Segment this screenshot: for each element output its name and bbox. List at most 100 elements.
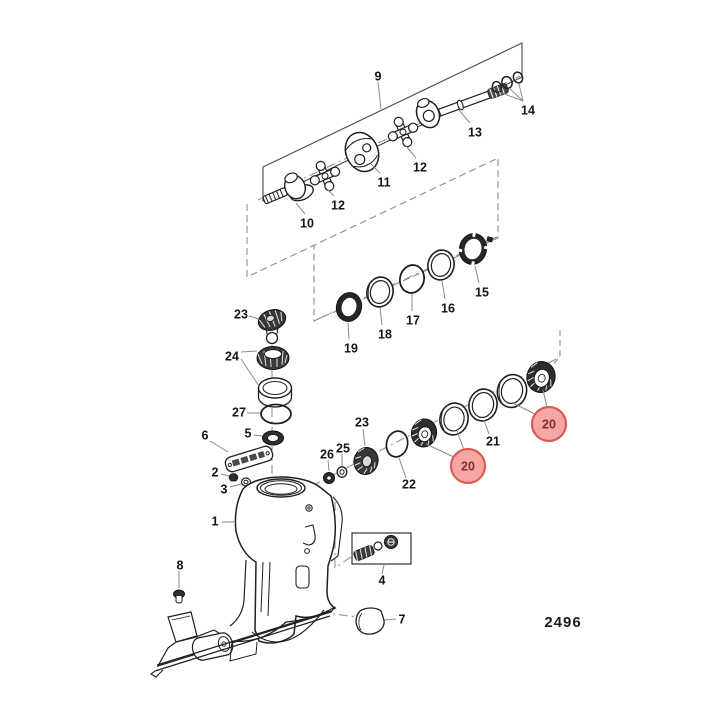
part-20-bearing-cone-right (526, 361, 556, 393)
leader-line-shim-ring (483, 419, 490, 435)
highlight-circle-tapered-bearing-right (530, 405, 568, 443)
part-24-bearing-cone (256, 346, 290, 370)
leader-lines (178, 81, 524, 621)
badge-leader-tapered-bearing-left (425, 443, 457, 459)
callout-oil-seal: 19 (344, 342, 358, 356)
part-11-center-socket (344, 131, 380, 173)
drawing-number: 2496 (544, 614, 581, 631)
part-6-anode-plate (224, 445, 274, 473)
callout-pinion-gear: 23 (234, 308, 248, 322)
leader-line-yoke-front (295, 202, 306, 215)
leader-line-u-joint-cross-front (325, 187, 335, 197)
housing-base (150, 606, 336, 678)
part-14-rings (491, 71, 524, 94)
part-1-housing (229, 476, 343, 644)
highlight-label-tapered-bearing-right: 20 (542, 418, 556, 432)
callout-anode-plate: 6 (202, 429, 209, 443)
axis-shift-rail (334, 502, 353, 569)
leader-line-nut (327, 459, 330, 472)
leader-line-ring (441, 280, 446, 300)
callout-driveshaft-assembly: 9 (375, 70, 382, 84)
leader-line-ring (379, 307, 383, 326)
leader-line-bearing-assembly (240, 350, 258, 353)
callout-nut: 26 (320, 448, 334, 462)
leader-line-u-joint-cross-rear (405, 145, 417, 159)
part-18-ring (366, 276, 394, 308)
callout-bearing-assembly: 24 (225, 350, 239, 364)
dashed-group-box (246, 157, 499, 322)
part-7-cover-plate (355, 607, 385, 635)
part-21-shim-ring (468, 388, 498, 422)
solid-group-box (262, 42, 523, 202)
leader-line-bearing-assembly (240, 358, 260, 387)
callout-shim-ring: 21 (486, 435, 500, 449)
highlight-label-tapered-bearing-left: 20 (461, 460, 475, 474)
callout-yoke-front: 10 (300, 217, 314, 231)
part-12-u-joint-rear (387, 116, 419, 148)
leader-line-yoke-shaft (458, 109, 471, 124)
leader-line-o-ring (398, 457, 407, 479)
part-20-bearing-cup-right (496, 373, 528, 409)
part-17-o-ring (398, 264, 426, 294)
callout-detent-kit: 4 (379, 574, 386, 588)
callout-o-ring: 17 (406, 314, 420, 328)
callout-u-joint-cross-front: 12 (331, 199, 345, 213)
leader-line-driveshaft-assembly (377, 81, 382, 110)
part-23-driven-gear (353, 447, 379, 475)
part-15-retainer-ring (457, 232, 494, 266)
part-26-nut (323, 472, 335, 484)
callout-center-socket: 11 (377, 176, 390, 190)
callout-u-joint-cross-rear: 12 (413, 161, 427, 175)
callout-cover-plate: 7 (399, 613, 406, 627)
leader-line-driven-gear (362, 428, 366, 447)
callout-retainer-ring: 15 (475, 286, 489, 300)
callout-ring: 16 (441, 302, 455, 316)
part-2-plug (228, 473, 239, 482)
leader-line-ring-set (498, 91, 524, 102)
leader-line-cover-plate (384, 618, 397, 621)
leader-line-ring-set (508, 87, 524, 102)
part-10-yoke-front (262, 172, 314, 205)
leader-line-retainer-ring (474, 265, 480, 284)
part-4-detent-kit (351, 532, 412, 565)
callout-yoke-shaft: 13 (468, 126, 482, 140)
badge-leader-tapered-bearing-right (542, 389, 548, 408)
leader-line-ring-set (518, 83, 524, 102)
callout-seal: 5 (245, 427, 252, 441)
part-27-o-ring (260, 403, 292, 425)
callout-driven-gear: 23 (355, 416, 369, 430)
part-22-o-ring (385, 430, 409, 458)
leader-line-pinion-gear (248, 315, 260, 320)
highlight-circle-tapered-bearing-left (449, 447, 487, 485)
leader-line-anode-plate (209, 440, 229, 453)
callout-drain-plug: 8 (177, 559, 184, 573)
callout-ring-set: 14 (521, 104, 535, 118)
part-25-washer (336, 466, 348, 478)
badge-leader-tapered-bearing-left (456, 430, 465, 451)
leader-line-center-socket (370, 163, 381, 174)
callout-washer: 25 (336, 442, 350, 456)
leader-line-oil-seal (347, 322, 350, 340)
part-23-pinion-gear (257, 309, 287, 345)
leader-line-seal (253, 434, 263, 437)
part-20-bearing-cup-left (439, 402, 469, 436)
part-24-bearing-cup (257, 377, 293, 408)
callout-o-ring: 27 (232, 406, 246, 420)
part-8-drain-plug (173, 589, 185, 604)
leader-line-detent-kit (381, 564, 385, 575)
part-5-seal (262, 430, 284, 446)
badge-leader-tapered-bearing-right (512, 402, 538, 416)
part-16-ring (427, 249, 455, 281)
callout-washer: 3 (221, 483, 228, 497)
callout-ring: 18 (378, 328, 392, 342)
part-19-oil-seal (335, 292, 363, 322)
dashed-edge (551, 330, 561, 366)
callout-o-ring: 22 (402, 478, 416, 492)
callout-plug: 2 (212, 466, 219, 480)
callout-housing: 1 (212, 515, 219, 529)
leader-line-plug (220, 473, 230, 477)
axis-bearing-set (311, 356, 561, 487)
